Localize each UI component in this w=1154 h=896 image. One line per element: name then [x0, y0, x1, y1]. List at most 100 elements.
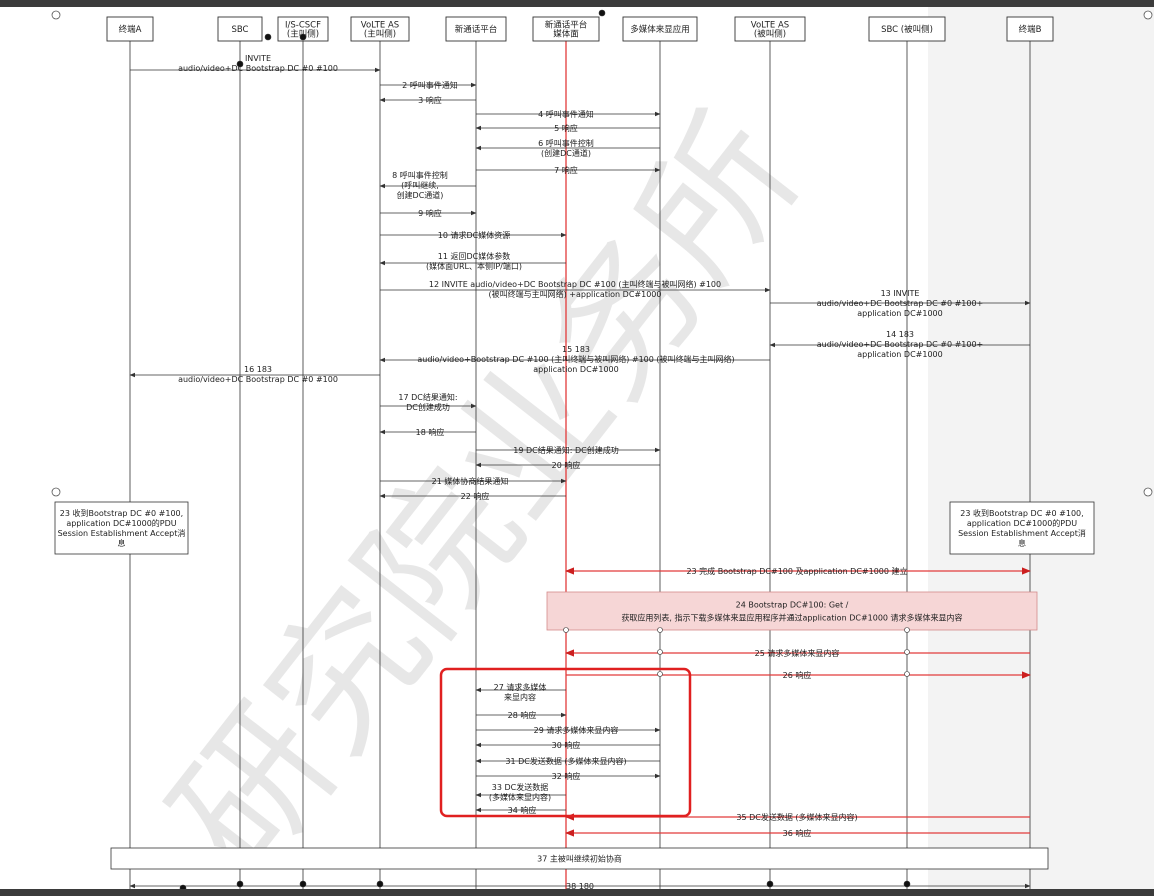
message-label-m6: 6 呼叫事件控制: [538, 138, 594, 148]
message-label-m9: 9 响应: [418, 208, 442, 218]
connector-dot-icon: [904, 627, 910, 633]
connector-dot-icon: [299, 880, 307, 888]
message-label-m23: 23 完成 Bootstrap DC#100 及application DC#1…: [686, 566, 907, 576]
top-bar: [0, 0, 1154, 7]
note-box-n37: [110, 847, 1049, 870]
participant-label-volte1: (主叫侧): [364, 29, 396, 40]
message-label-m15: application DC#1000: [533, 365, 618, 374]
note-box-n24: [546, 591, 1038, 631]
participant-label-sbc2: SBC (被叫侧): [881, 24, 933, 35]
corner-handle-icon: [51, 487, 61, 497]
message-label-m30: 30 响应: [552, 740, 581, 750]
message-label-m25: 25 请求多媒体来显内容: [755, 648, 840, 658]
message-label-m38: 38 180: [566, 882, 594, 891]
connector-dot-icon: [657, 627, 663, 633]
message-label-m16: audio/video+DC Bootstrap DC #0 #100: [178, 375, 338, 384]
message-label-m27: 27 请求多媒体: [494, 682, 547, 692]
participant-box-sbc2: [868, 16, 946, 42]
participant-box-tA: [106, 16, 154, 42]
connector-dot-icon: [264, 33, 272, 41]
watermark: 研究院业务所: [141, 86, 832, 896]
connector-dot-icon: [903, 880, 911, 888]
message-label-m14: application DC#1000: [857, 350, 942, 359]
corner-handle-icon: [1143, 487, 1153, 497]
participant-box-tB: [1006, 16, 1054, 42]
message-label-m4: 4 呼叫事件通知: [538, 109, 594, 119]
message-label-m12: (被叫终端与主叫网络) +application DC#1000: [489, 289, 662, 299]
message-label-m14: 14 183: [886, 330, 914, 339]
note-box-n23b: [949, 501, 1095, 555]
connector-dot-icon: [904, 649, 910, 655]
highlight-frame: [439, 667, 692, 818]
connector-dot-icon: [598, 9, 606, 17]
message-label-m8: 8 呼叫事件控制: [392, 170, 448, 180]
connector-dot-icon: [766, 880, 774, 888]
participant-label-icscf: I/S-CSCF: [285, 21, 321, 31]
watermark-text: 研究院业务所: [141, 86, 832, 896]
bottom-bar: [0, 889, 1154, 896]
message-label-m1: audio/video+DC Bootstrap DC #0 #100: [178, 64, 338, 73]
message-label-m3: 3 响应: [418, 95, 442, 105]
message-label-m31: 31 DC发送数据 (多媒体来显内容): [505, 756, 626, 766]
message-label-m21: 21 媒体协商结果通知: [432, 476, 509, 486]
message-label-m7: 7 响应: [554, 165, 578, 175]
message-label-m20: 20 响应: [552, 460, 581, 470]
message-label-m13: audio/video+DC Bootstrap DC #0 #100+: [817, 299, 984, 308]
message-label-m13: 13 INVITE: [881, 289, 920, 298]
corner-handle-icon: [1143, 10, 1153, 20]
message-label-m26: 26 响应: [783, 670, 812, 680]
message-label-m34: 34 响应: [508, 805, 537, 815]
participant-box-volte1: [350, 16, 410, 42]
note-text-n23a: 23 收到Bootstrap DC #0 #100,: [60, 508, 183, 518]
note-text-n23b: 息: [1018, 538, 1026, 548]
message-label-m33: (多媒体来显内容): [489, 792, 551, 802]
message-label-m2: 2 呼叫事件通知: [402, 80, 458, 90]
message-label-m17: 17 DC结果通知:: [398, 392, 457, 402]
message-label-m33: 33 DC发送数据: [492, 782, 548, 792]
note-text-n24: 获取应用列表, 指示下载多媒体来显应用程序并通过application DC#1…: [621, 613, 962, 623]
participant-box-ncpm: [532, 16, 600, 42]
note-box-n23a: [54, 501, 189, 555]
corner-handle-icon: [51, 10, 61, 20]
message-label-m22: 22 响应: [461, 491, 490, 501]
note-text-n37: 37 主被叫继续初始协商: [537, 854, 622, 864]
participant-label-volte2: VoLTE AS: [751, 21, 789, 31]
note-text-n23b: 23 收到Bootstrap DC #0 #100,: [960, 508, 1083, 518]
note-text-n23a: Session Establishment Accept消: [58, 528, 186, 538]
message-label-m6: (创建DC通道): [541, 148, 591, 158]
message-label-m8: 创建DC通道): [397, 190, 444, 200]
connector-dot-icon: [657, 671, 663, 677]
participant-box-mma: [622, 16, 698, 42]
participant-label-ncpm: 媒体面: [553, 29, 579, 40]
message-label-m10: 10 请求DC媒体资源: [438, 230, 510, 240]
message-label-m11: 11 返回DC媒体参数: [438, 251, 510, 261]
message-label-m17: DC创建成功: [406, 402, 450, 412]
note-text-n24: 24 Bootstrap DC#100: Get /: [736, 601, 849, 610]
message-label-m5: 5 响应: [554, 123, 578, 133]
side-panel-background: [928, 7, 1154, 889]
connector-dot-icon: [904, 671, 910, 677]
participant-label-volte2: (被叫侧): [754, 29, 786, 40]
message-label-m13: application DC#1000: [857, 309, 942, 318]
note-text-n23b: application DC#1000的PDU: [967, 518, 1077, 528]
message-label-m15: audio/video+Bootstrap DC #100 (主叫终端与被叫网络…: [417, 354, 734, 364]
participant-label-tA: 终端A: [119, 24, 142, 35]
message-label-m36: 36 响应: [783, 828, 812, 838]
participant-box-volte2: [734, 16, 806, 42]
participant-label-mma: 多媒体来显应用: [630, 24, 690, 35]
connector-dot-icon: [236, 880, 244, 888]
participant-label-sbc1: SBC: [231, 25, 248, 35]
participant-box-ncp: [445, 16, 507, 42]
connector-dot-icon: [657, 649, 663, 655]
connector-dot-icon: [299, 33, 307, 41]
message-label-m32: 32 响应: [552, 771, 581, 781]
message-label-m12: 12 INVITE audio/video+DC Bootstrap DC #1…: [429, 279, 721, 289]
notes: 23 收到Bootstrap DC #0 #100,application DC…: [54, 501, 1095, 870]
message-label-m14: audio/video+DC Bootstrap DC #0 #100+: [817, 340, 984, 349]
decorations: [51, 9, 1153, 892]
message-label-m27: 来显内容: [504, 692, 536, 702]
message-label-m16: 16 183: [244, 365, 272, 374]
